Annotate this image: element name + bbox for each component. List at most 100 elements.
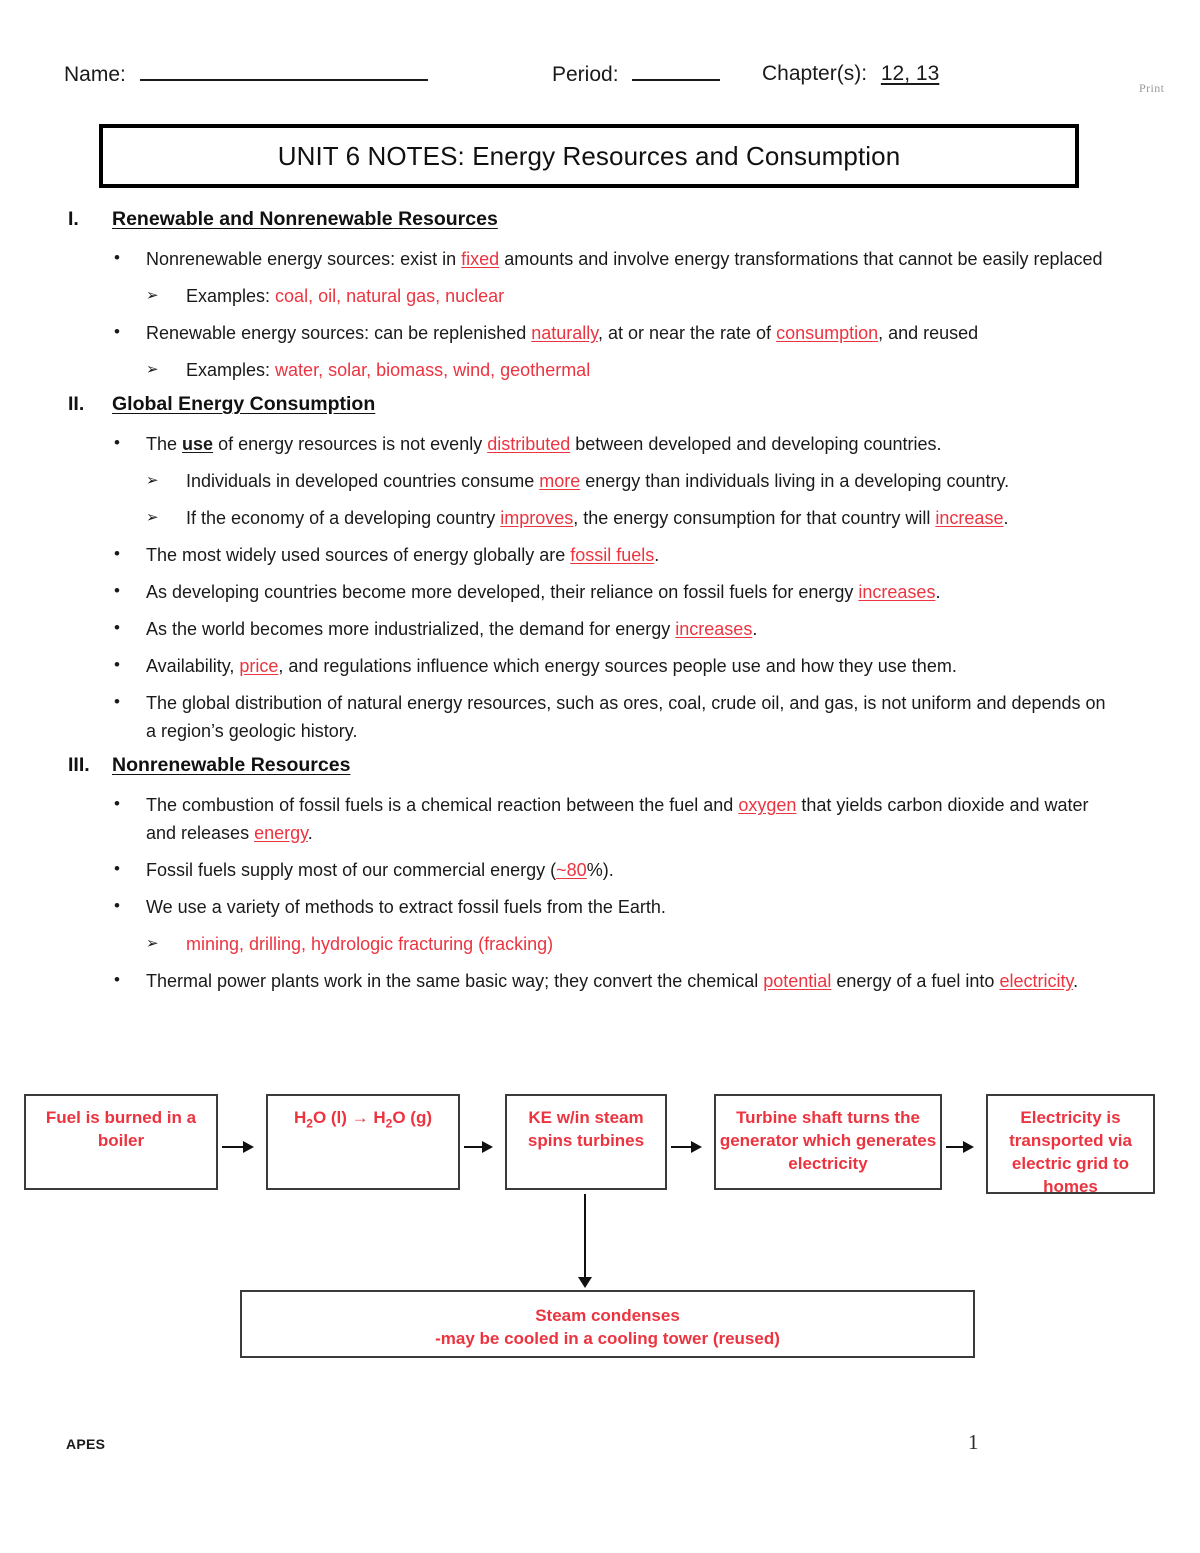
section-title: Global Energy Consumption (112, 393, 376, 415)
thermal-power-plant-flowchart: Fuel is burned in a boiler H2O (l) → H2O… (0, 1094, 1200, 1364)
bullet-text: Availability, (146, 656, 240, 676)
filled-answer-text: oxygen (738, 795, 797, 815)
condenser-line-1: Steam condenses (535, 1306, 680, 1325)
bullet-text: energy than individuals living in a deve… (580, 471, 1010, 491)
filled-answer-text: mining, drilling, hydrologic fracturing … (186, 934, 554, 954)
filled-answer-text: electricity (999, 971, 1074, 991)
bullet-item: Renewable energy sources: can be repleni… (0, 318, 1200, 347)
bullet-item: Nonrenewable energy sources: exist in fi… (0, 244, 1200, 273)
flow-box-steam-condenses: Steam condenses -may be cooled in a cool… (240, 1290, 975, 1358)
name-field-group: Name: (64, 62, 428, 87)
bullet-text: of energy resources is not evenly (213, 434, 488, 454)
bullet-text: , and reused (878, 323, 979, 343)
bullet-text: If the economy of a developing country (186, 508, 501, 528)
bullet-text: . (1003, 508, 1009, 528)
bullet-text: Individuals in developed countries consu… (186, 471, 540, 491)
sub-bullet-item: If the economy of a developing country i… (0, 504, 1200, 532)
name-blank-line[interactable] (139, 62, 428, 81)
flow-box-generator: Turbine shaft turns the generator which … (714, 1094, 942, 1190)
footer-page-number: 1 (968, 1430, 979, 1454)
bullet-item: The most widely used sources of energy g… (0, 540, 1200, 569)
section-title: Renewable and Nonrenewable Resources (112, 208, 498, 230)
period-label: Period: (552, 63, 619, 86)
bullet-text: between developed and developing countri… (570, 434, 942, 454)
chapters-field-group: Chapter(s): 12, 13 (762, 62, 939, 86)
filled-answer-text: ~80 (556, 860, 587, 880)
name-label: Name: (64, 63, 126, 86)
page-title: UNIT 6 NOTES: Energy Resources and Consu… (277, 140, 901, 171)
worksheet-header: Name: Period: Chapter(s): 12, 13 (0, 62, 1200, 98)
bullet-item: The use of energy resources is not evenl… (0, 429, 1200, 458)
bullet-item: Availability, price, and regulations inf… (0, 651, 1200, 680)
flow-box-turbines: KE w/in steam spins turbines (505, 1094, 667, 1190)
print-watermark: Print (1139, 81, 1165, 95)
filled-answer-text: energy (254, 823, 308, 843)
bullet-text: The combustion of fossil fuels is a chem… (146, 795, 739, 815)
section-title: Nonrenewable Resources (112, 754, 351, 776)
bullet-text: . (935, 582, 941, 602)
filled-answer-text: increases (858, 582, 936, 602)
bullet-text: As developing countries become more deve… (146, 582, 859, 602)
bullet-text: Examples: (186, 360, 276, 380)
bullet-text: , at or near the rate of (597, 323, 777, 343)
sub-bullet-item: mining, drilling, hydrologic fracturing … (0, 930, 1200, 958)
filled-answer-text: increase (935, 508, 1004, 528)
bullet-text: Renewable energy sources: can be repleni… (146, 323, 532, 343)
period-blank-line[interactable] (632, 62, 721, 81)
bullet-text: The most widely used sources of energy g… (146, 545, 571, 565)
bullet-text: , the energy consumption for that countr… (573, 508, 936, 528)
section-numeral: I. (68, 208, 79, 230)
bullet-text: . (1073, 971, 1079, 991)
bullet-text: %). (586, 860, 614, 880)
sub-bullet-item: Examples: coal, oil, natural gas, nuclea… (0, 282, 1200, 310)
sub-bullet-item: Examples: water, solar, biomass, wind, g… (0, 356, 1200, 384)
bullet-text: The (146, 434, 183, 454)
bullet-item: Thermal power plants work in the same ba… (0, 966, 1200, 995)
filled-answer-text: potential (763, 971, 832, 991)
section-heading: I. Renewable and Nonrenewable Resources (0, 208, 1200, 231)
filled-answer-text: distributed (487, 434, 571, 454)
filled-answer-text: more (539, 471, 581, 491)
filled-answer-text: fossil fuels (570, 545, 655, 565)
footer-course-label: APES (66, 1436, 106, 1452)
chapters-value: 12, 13 (880, 62, 940, 85)
bullet-text: As the world becomes more industrialized… (146, 619, 676, 639)
filled-answer-text: coal, oil, natural gas, nuclear (275, 286, 505, 306)
chapters-label: Chapter(s): (762, 62, 868, 85)
bullet-text: . (307, 823, 313, 843)
notes-outline: I. Renewable and Nonrenewable ResourcesNo… (0, 208, 1200, 1004)
condenser-line-2: -may be cooled in a cooling tower (reuse… (435, 1329, 780, 1348)
flow-arrow-down-icon (578, 1194, 592, 1288)
flow-box-electric-grid: Electricity is transported via electric … (986, 1094, 1155, 1196)
bullet-text: Thermal power plants work in the same ba… (146, 971, 764, 991)
bullet-text: Fossil fuels supply most of our commerci… (146, 860, 557, 880)
flow-arrow-2-icon (464, 1141, 493, 1153)
bullet-text: that yields carbon dioxide and water and… (146, 795, 1089, 843)
sub-bullet-item: Individuals in developed countries consu… (0, 467, 1200, 495)
flow-box-phase-change: H2O (l) → H2O (g) (266, 1094, 460, 1190)
unit-title-box: UNIT 6 NOTES: Energy Resources and Consu… (99, 124, 1079, 188)
outline-section: II.Global Energy ConsumptionThe use of e… (0, 393, 1200, 745)
flow-arrow-1-icon (222, 1141, 254, 1153)
outline-section: III. Nonrenewable ResourcesThe combustion… (0, 754, 1200, 995)
flow-arrow-4-icon (946, 1141, 974, 1153)
bullet-text: amounts and involve energy transformatio… (499, 249, 1103, 269)
bullet-text: Nonrenewable energy sources: exist in (146, 249, 462, 269)
section-heading: II.Global Energy Consumption (0, 393, 1200, 416)
bullet-item: We use a variety of methods to extract f… (0, 892, 1200, 921)
flow-arrow-3-icon (671, 1141, 702, 1153)
filled-answer-text: naturally (531, 323, 598, 343)
filled-answer-text: use (182, 434, 214, 454)
bullet-text: , and regulations influence which energy… (278, 656, 957, 676)
bullet-text: . (752, 619, 758, 639)
section-numeral: III. (68, 754, 90, 776)
period-field-group: Period: (552, 62, 721, 87)
flow-box-boiler: Fuel is burned in a boiler (24, 1094, 218, 1190)
bullet-item: As developing countries become more deve… (0, 577, 1200, 606)
section-heading: III. Nonrenewable Resources (0, 754, 1200, 777)
bullet-text: . (654, 545, 660, 565)
filled-answer-text: increases (675, 619, 753, 639)
bullet-item: The combustion of fossil fuels is a chem… (0, 790, 1200, 847)
bullet-text: The global distribution of natural energ… (146, 693, 1106, 741)
